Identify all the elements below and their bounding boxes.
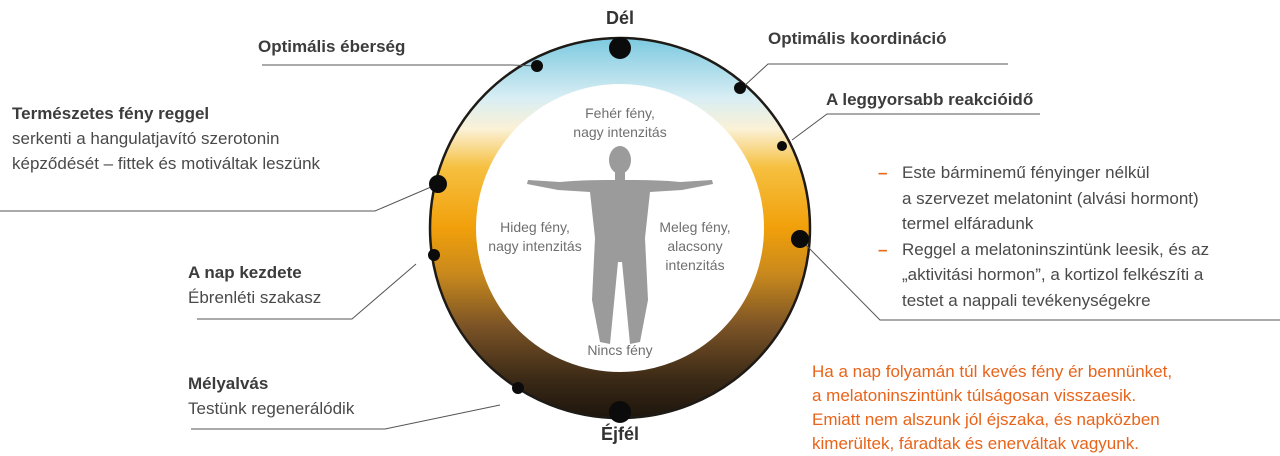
bullet-morning: – Reggel a melatoninszintünk leesik, és … (878, 239, 1210, 310)
marker-midnight (609, 401, 631, 423)
marker-deep-sleep (512, 382, 524, 394)
marker-noon (609, 37, 631, 59)
inner-label-left: Hideg fény, nagy intenzitás (488, 219, 582, 254)
pole-midnight: Éjfél (600, 424, 639, 444)
label-alertness: Optimális éberség (258, 37, 406, 56)
human-figure-icon (527, 146, 713, 344)
inner-label-right: Meleg fény, alacsony intenzitás (659, 219, 731, 273)
marker-reaction (777, 141, 787, 151)
inner-label-top: Fehér fény, nagy intenzitás (573, 105, 667, 140)
marker-evening (791, 230, 809, 248)
label-coordination: Optimális koordináció (768, 29, 947, 48)
marker-day-start (428, 249, 440, 261)
label-deep-sleep: Mélyalvás Testünk regenerálódik (188, 374, 355, 418)
melatonin-bullets: – Este bárminemű fényinger nélkül a szer… (878, 160, 1209, 313)
marker-coordination (734, 82, 746, 94)
cycle-ring (430, 38, 810, 418)
label-day-start: A nap kezdete Ébrenléti szakasz (188, 263, 322, 307)
label-natural-light: Természetes fény reggel serkenti a hangu… (12, 104, 321, 173)
inner-label-bottom: Nincs fény (587, 342, 653, 358)
marker-natural-light (429, 175, 447, 193)
label-reaction: A leggyorsabb reakcióidő (826, 90, 1034, 109)
ring-markers (428, 37, 809, 423)
bullet-evening: – Este bárminemű fényinger nélkül a szer… (878, 163, 1199, 233)
pole-noon: Dél (605, 8, 634, 28)
leader-lines (0, 63, 1280, 430)
warning-text: Ha a nap folyamán túl kevés fény ér benn… (812, 362, 1173, 453)
marker-alertness (531, 60, 543, 72)
